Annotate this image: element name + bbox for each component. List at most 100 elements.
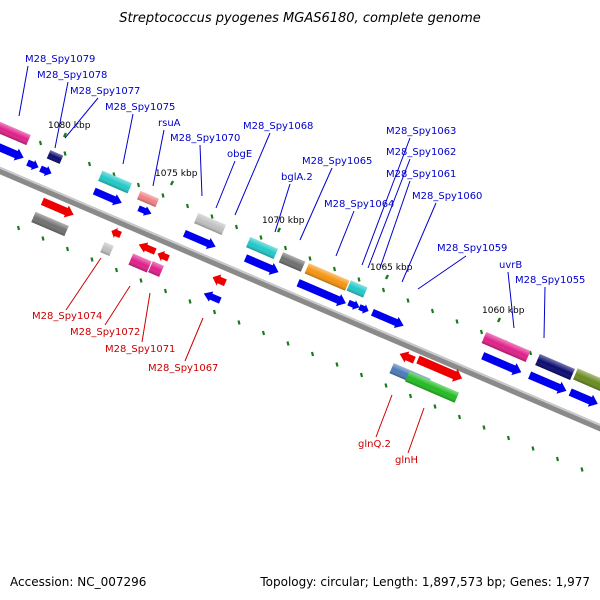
leader-line xyxy=(54,81,69,149)
cds-arrow-1068 xyxy=(243,254,279,275)
leader-line xyxy=(379,180,411,269)
tick-dot-28 xyxy=(139,278,143,283)
cds-arrow-1064 xyxy=(347,299,360,310)
tick-dot-26 xyxy=(90,257,94,262)
kbp-tick-mark xyxy=(169,180,175,186)
gene-label: M28_Spy1060 xyxy=(412,191,482,202)
cds-arrow-1078b xyxy=(39,165,52,177)
kbp-tick-label: 1065 kbp xyxy=(370,263,413,273)
gene-label: M28_Spy1070 xyxy=(170,133,240,144)
gene-block-1055 xyxy=(573,368,600,394)
gene-label: M28_Spy1061 xyxy=(386,169,456,180)
tick-dot-7 xyxy=(210,214,214,219)
tick-dot-23 xyxy=(16,225,21,231)
tick-dot-39 xyxy=(408,393,413,399)
gene-label: M28_Spy1074 xyxy=(32,311,102,322)
cds-arrow-1079 xyxy=(0,140,24,161)
gene-label: M28_Spy1079 xyxy=(25,54,95,65)
tick-dot-41 xyxy=(457,414,462,420)
kbp-tick-mark xyxy=(62,132,68,138)
tick-dot-8 xyxy=(234,224,239,230)
cds-arrow-uvrB xyxy=(528,371,567,394)
cds-arrow-1063 xyxy=(358,304,369,314)
leader-line xyxy=(299,167,333,241)
cds-arrow-1078a xyxy=(26,159,39,171)
gene-block-1074b xyxy=(100,241,114,257)
tick-dot-37 xyxy=(359,372,364,378)
leader-line xyxy=(65,257,102,311)
leader-line xyxy=(234,132,271,216)
gene-label: glnH xyxy=(395,455,418,466)
tick-dot-29 xyxy=(163,288,168,294)
gene-block-1072 xyxy=(128,253,152,273)
tick-dot-45 xyxy=(555,456,560,462)
leader-line xyxy=(215,160,236,209)
kbp-tick-label: 1060 kbp xyxy=(482,306,525,316)
tick-dot-31 xyxy=(212,309,217,315)
gene-label: M28_Spy1077 xyxy=(70,86,140,97)
tick-dot-9 xyxy=(259,235,263,240)
tick-dot-46 xyxy=(580,467,584,472)
gene-block-obgE xyxy=(194,213,226,235)
leader-line xyxy=(184,317,204,362)
gene-label: M28_Spy1062 xyxy=(386,147,456,158)
tick-dot-36 xyxy=(335,362,339,367)
gene-block-1074-gray xyxy=(31,211,69,237)
leader-line xyxy=(141,292,151,343)
gene-block-1079 xyxy=(0,120,31,146)
leader-line xyxy=(507,271,515,329)
gene-label: rsuA xyxy=(158,118,181,129)
tick-dot-1 xyxy=(63,151,67,156)
tick-dot-44 xyxy=(531,446,535,451)
tick-dot-30 xyxy=(188,299,192,304)
gene-block-1071 xyxy=(148,261,164,277)
gene-label: M28_Spy1064 xyxy=(324,199,394,210)
cds-arrow-1055 xyxy=(568,388,598,407)
gene-label: glnQ.2 xyxy=(358,439,391,450)
tick-dot-43 xyxy=(506,435,511,441)
gene-arrow-1074a xyxy=(111,227,122,239)
leader-line xyxy=(543,286,546,339)
gene-block-1074-red xyxy=(40,197,74,218)
leader-line xyxy=(335,210,355,257)
gene-block-uvrB xyxy=(535,354,575,380)
gene-label: M28_Spy1072 xyxy=(70,327,140,338)
tick-dot-42 xyxy=(482,425,486,430)
cds-arrow-obgE xyxy=(182,229,216,250)
gene-arrow-glnQ xyxy=(416,355,463,382)
tick-dot-40 xyxy=(433,404,437,409)
leader-line xyxy=(64,97,99,139)
tick-dot-10 xyxy=(283,245,288,251)
gene-block-1065 xyxy=(304,263,350,291)
cds-arrow-1065 xyxy=(296,279,346,307)
leader-line xyxy=(407,407,425,454)
tick-dot-11 xyxy=(308,256,312,261)
tick-dot-13 xyxy=(357,277,361,282)
gene-block-1068 xyxy=(246,237,278,259)
tick-dot-15 xyxy=(406,298,410,303)
leader-line xyxy=(417,255,467,290)
tick-dot-35 xyxy=(310,351,315,357)
tick-dot-24 xyxy=(41,236,45,241)
tick-dot-20 xyxy=(528,350,533,356)
tick-dot-6 xyxy=(185,203,190,209)
gene-block-1059 xyxy=(481,332,531,362)
gene-label: M28_Spy1055 xyxy=(515,275,585,286)
gene-label: uvrB xyxy=(499,260,522,271)
tick-dot-38 xyxy=(384,383,388,388)
tick-dot-17 xyxy=(455,319,459,324)
gene-block-glnH xyxy=(405,371,459,403)
tick-dot-2 xyxy=(87,161,92,167)
leader-line xyxy=(375,394,393,438)
gene-label: M28_Spy1075 xyxy=(105,102,175,113)
leader-line xyxy=(18,65,29,117)
gene-label: bglA.2 xyxy=(281,172,313,183)
gene-arrow-1072b xyxy=(157,250,170,262)
kbp-tick-mark xyxy=(496,317,502,323)
gene-label: M28_Spy1067 xyxy=(148,363,218,374)
gene-block-1064 xyxy=(346,280,368,298)
gene-block-1078 xyxy=(46,150,64,164)
gene-label: M28_Spy1065 xyxy=(302,156,372,167)
gene-label: M28_Spy1068 xyxy=(243,121,313,132)
